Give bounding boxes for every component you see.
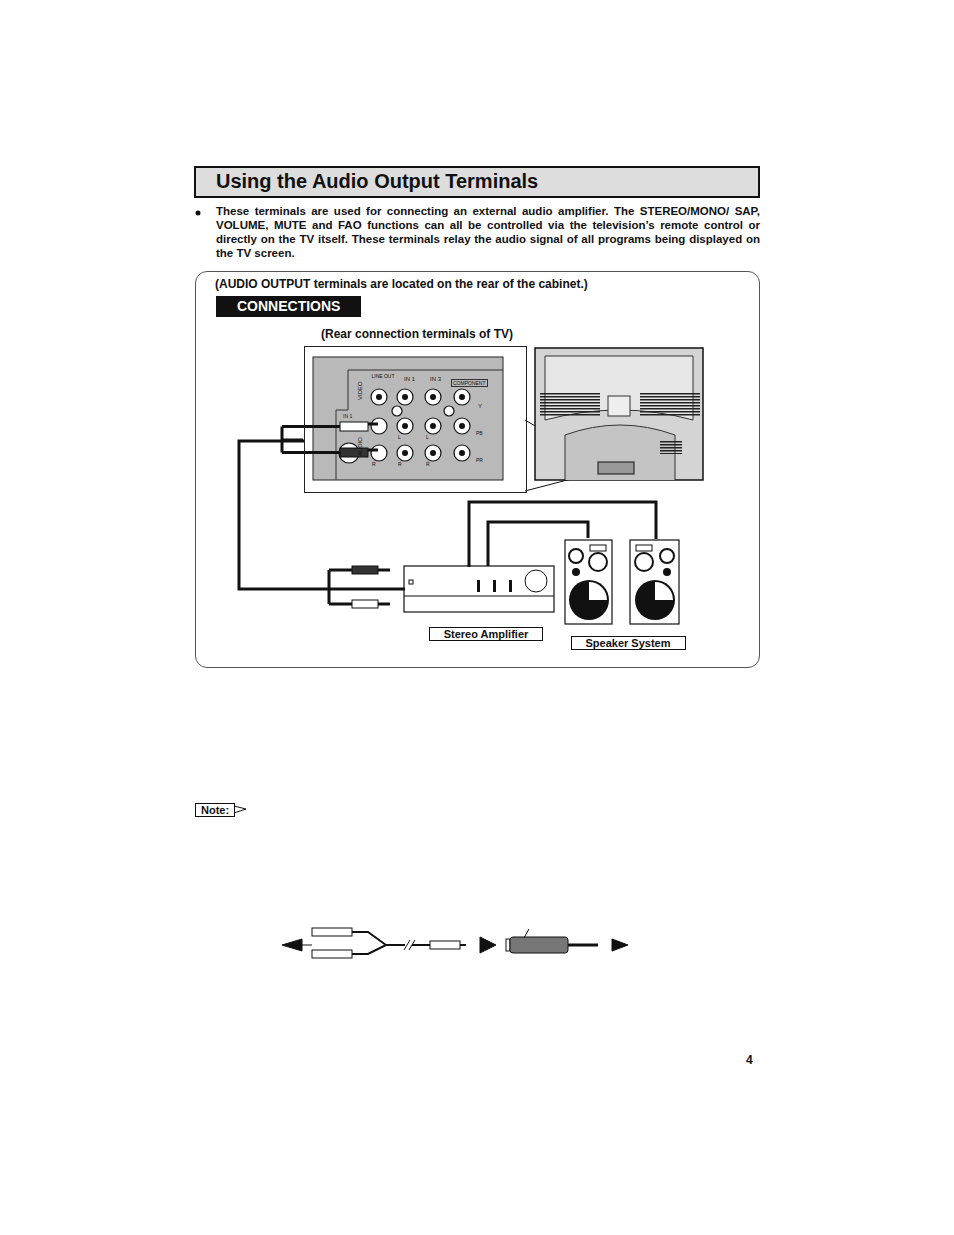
terminal-label: R xyxy=(372,461,376,467)
section-tab: CONNECTIONS xyxy=(216,296,361,317)
amp-plugs xyxy=(329,566,390,608)
jacks xyxy=(339,389,470,463)
cable-illustration xyxy=(282,928,628,958)
terminal-label: PR xyxy=(476,457,483,463)
terminal-label: PB xyxy=(476,430,483,436)
terminal-label: R xyxy=(398,461,402,467)
terminal-label: IN 1 xyxy=(404,376,415,382)
node-label: Speaker System xyxy=(571,636,686,650)
node-label: Stereo Amplifier xyxy=(429,627,544,641)
body-text: These terminals are used for connecting … xyxy=(216,204,760,260)
title-bar xyxy=(195,167,759,197)
node-label: (Rear connection terminals of TV) xyxy=(321,327,513,341)
page-number: 4 xyxy=(746,1053,753,1067)
speaker-box: Speaker System xyxy=(564,539,684,627)
bullet-dot xyxy=(196,211,201,216)
terminal-label: R xyxy=(426,461,430,467)
terminal-panel xyxy=(313,357,503,480)
amplifier-box: Stereo Amplifier xyxy=(405,567,555,613)
note-arrow xyxy=(234,806,246,813)
connections-frame: (AUDIO OUTPUT terminals are located on t… xyxy=(195,271,760,668)
terminal-label: LINE OUT xyxy=(371,373,395,379)
terminal-label: VIDEO xyxy=(357,381,363,400)
jack-centers xyxy=(376,394,465,456)
terminal-label: IN 1 xyxy=(343,413,352,419)
cable xyxy=(469,502,656,567)
note-tag: Note: xyxy=(195,803,235,817)
terminal-label: COMPONENT xyxy=(451,379,488,387)
terminal-label: Y xyxy=(478,403,482,409)
stereo-amplifier xyxy=(404,566,554,612)
node-label: (AUDIO OUTPUT terminals are located on t… xyxy=(215,277,588,291)
terminal-label: L xyxy=(426,434,429,440)
terminal-label: IN 3 xyxy=(430,376,441,382)
speakers xyxy=(565,540,679,624)
terminal-label: L xyxy=(398,434,401,440)
cable xyxy=(239,441,405,589)
terminal-label: AUDIO xyxy=(357,437,363,456)
panel-outline xyxy=(336,370,503,480)
terminal-panel-box: (Rear connection terminals of TV) xyxy=(304,346,527,493)
tv-rear xyxy=(535,348,703,480)
page-title: Using the Audio Output Terminals xyxy=(216,170,538,193)
